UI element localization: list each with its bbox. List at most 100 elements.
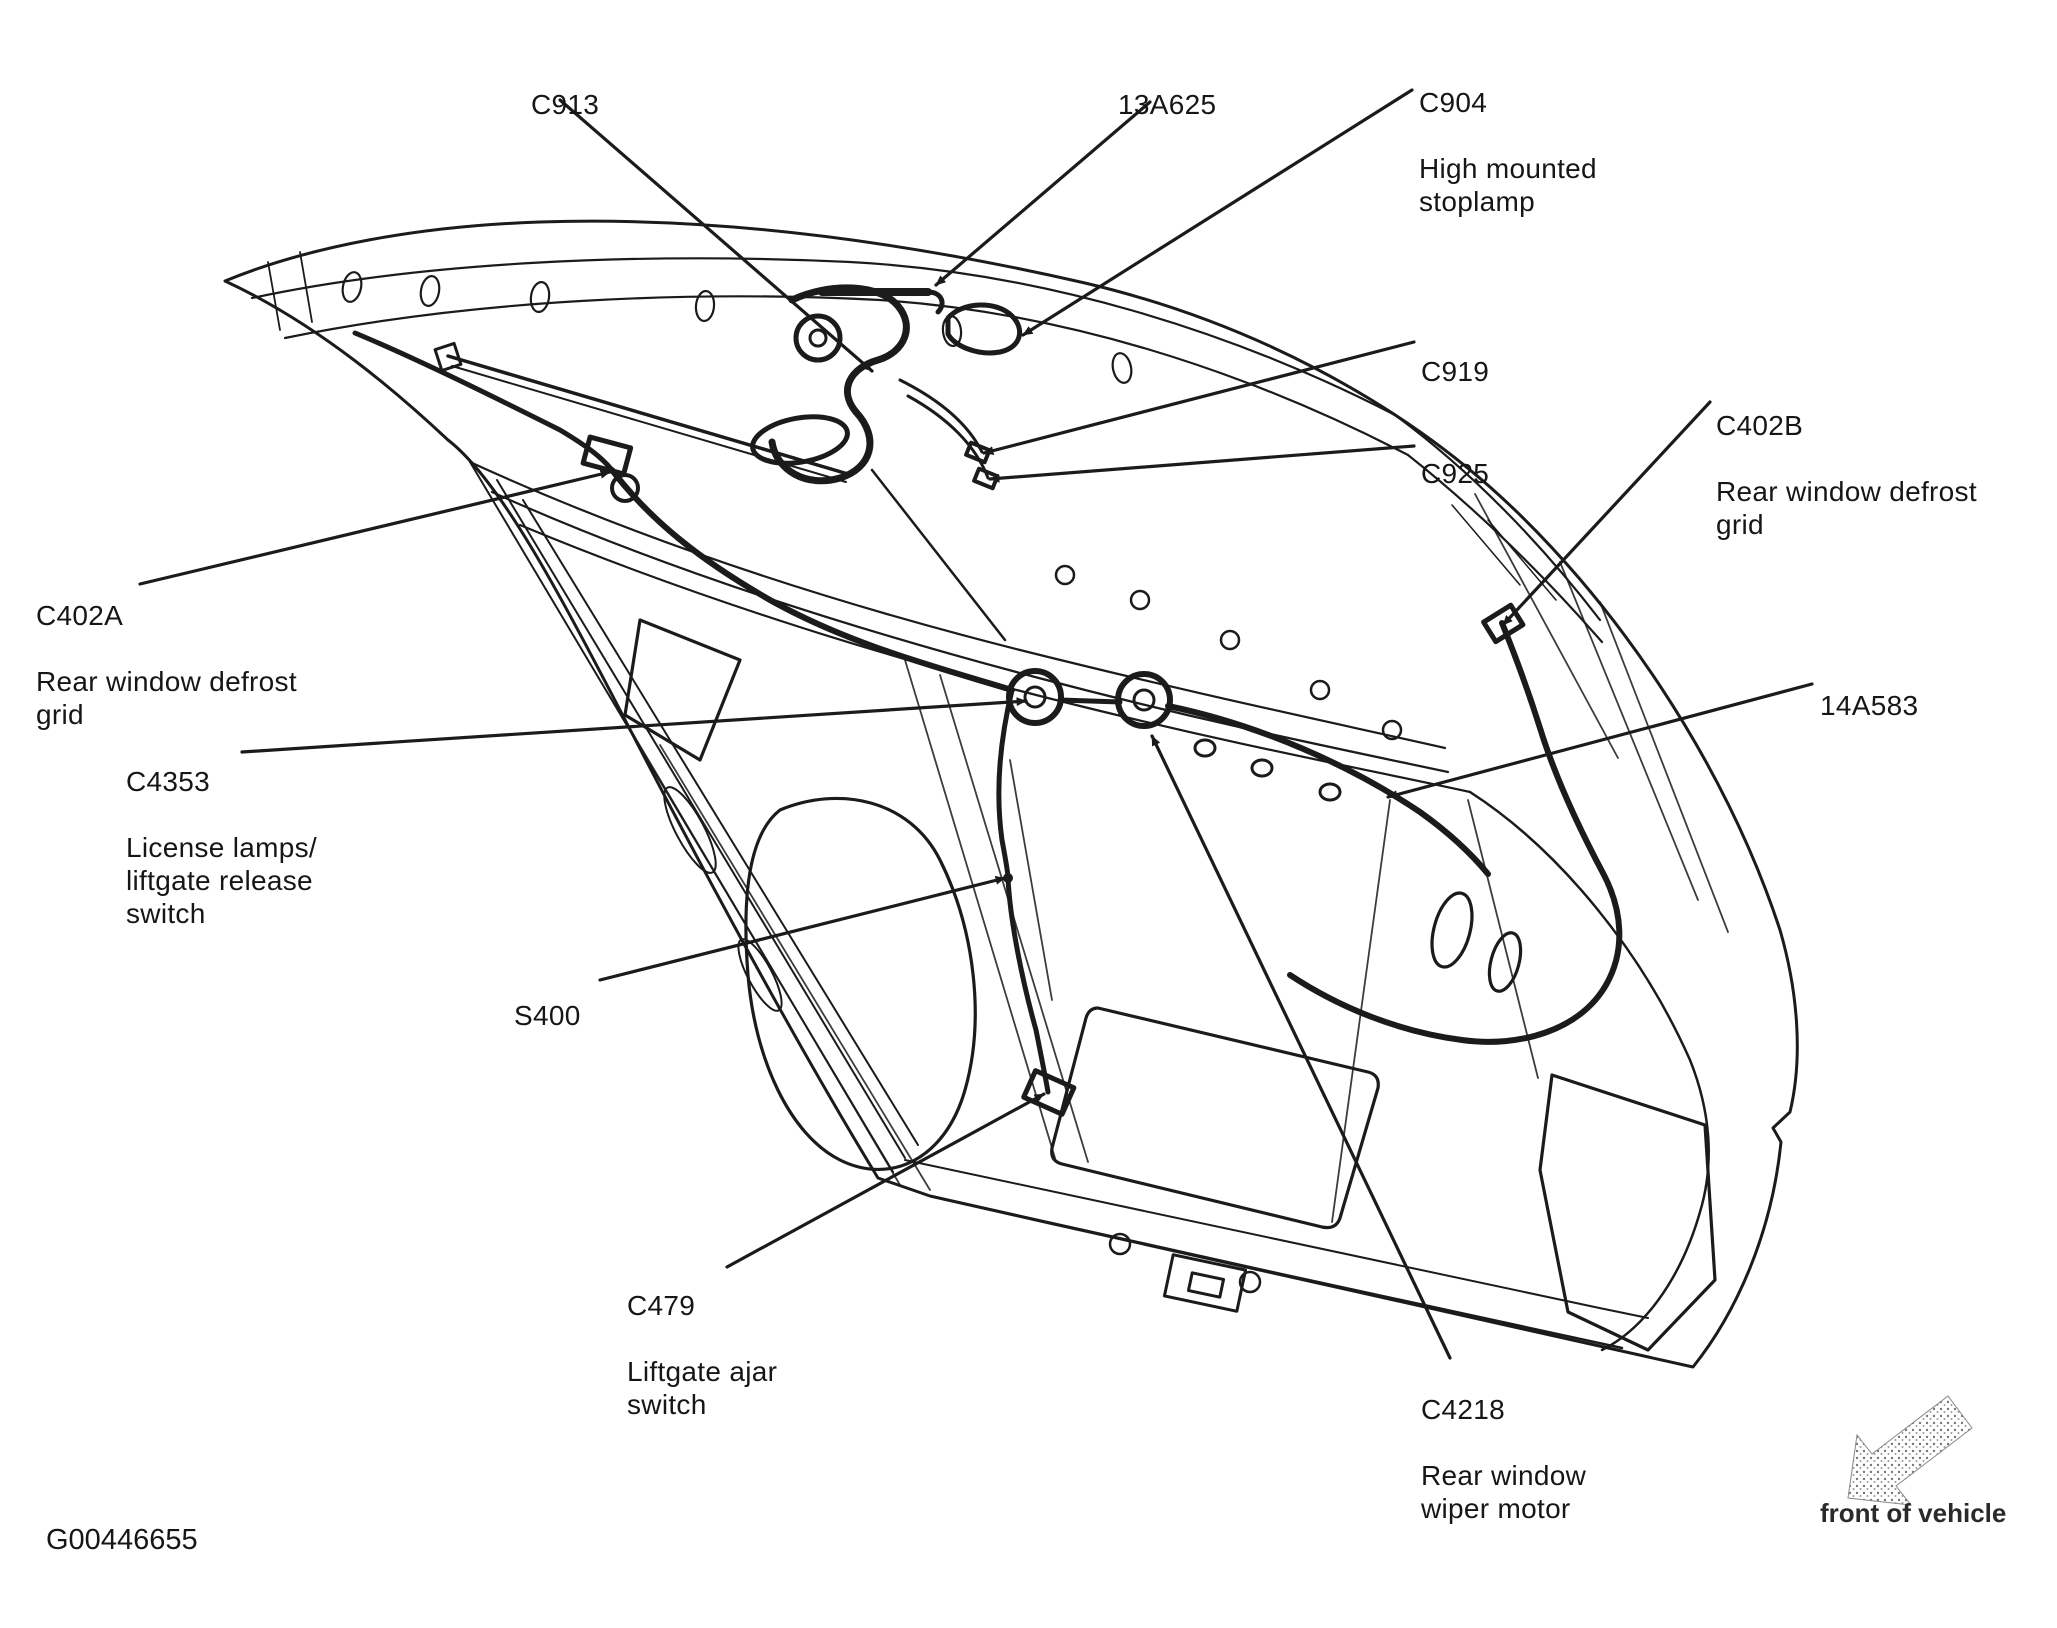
callout-code: C904 <box>1419 87 1488 118</box>
harness-right-loop <box>1287 620 1623 1045</box>
harness-top-left-run <box>352 330 615 473</box>
callout-desc: High mounted stoplamp <box>1419 153 1597 217</box>
panel-screw <box>1108 1232 1132 1256</box>
callout-code: C4353 <box>126 766 211 797</box>
callout-code: 14A583 <box>1820 690 1919 721</box>
rib-line <box>1009 759 1053 1001</box>
top-right-band-1 <box>1393 413 1602 622</box>
panel-openings <box>623 564 1717 1352</box>
window-band-1 <box>468 460 1447 750</box>
front-arrow-icon <box>1847 1395 1973 1506</box>
callout-desc: Rear window defrost grid <box>36 666 297 730</box>
connector-c402a <box>580 434 634 477</box>
panel-ribs <box>619 493 1729 1223</box>
callout-c919: C919 <box>1421 322 1489 421</box>
wiper-linkage <box>870 468 1007 642</box>
leader-c402a <box>138 469 612 586</box>
callout-code: C402A <box>36 600 124 631</box>
top-frame <box>250 251 1604 644</box>
panel-slot <box>1430 891 1474 969</box>
latch-housing <box>1162 1253 1248 1313</box>
panel-screw <box>1381 719 1403 741</box>
rib-line <box>939 674 1089 1163</box>
wiper-pivot <box>793 313 843 363</box>
glass-shading-2 <box>1487 519 1557 601</box>
panel-screw <box>1054 564 1076 586</box>
front-of-vehicle-arrow <box>1847 1395 1973 1506</box>
harness-grommet <box>1318 782 1342 802</box>
strip-hole <box>341 271 363 303</box>
leader-c919 <box>982 340 1416 455</box>
leader-13a625 <box>934 100 1152 287</box>
right-pentagon-opening <box>1538 1073 1717 1352</box>
connector-c479 <box>1021 1068 1077 1117</box>
connector-c4218 <box>1115 671 1173 729</box>
latch-striker <box>1186 1271 1226 1299</box>
connector-c402b <box>1481 602 1526 645</box>
panel-screw <box>1129 589 1151 611</box>
upper-left-opening <box>623 618 742 762</box>
leader-lines <box>138 88 1814 1360</box>
harness-connector-bridge <box>1057 697 1123 705</box>
leader-c4353 <box>240 697 1028 754</box>
callout-desc: Liftgate ajar switch <box>627 1356 778 1420</box>
strip-hole <box>1111 352 1133 384</box>
rib-line <box>1331 799 1391 1223</box>
license-plate-opening <box>1050 1006 1380 1230</box>
callout-c4218: C4218 Rear window wiper motor <box>1421 1360 1586 1558</box>
harness-grommet <box>1193 738 1217 758</box>
panel-screw <box>1219 629 1241 651</box>
stoplamp-connector-blob <box>945 302 1023 356</box>
strip-hole <box>419 275 441 307</box>
connectors <box>580 434 1526 1117</box>
leader-c913 <box>558 98 874 373</box>
wiper-pivot-center <box>808 328 828 348</box>
callout-code: 13A625 <box>1118 89 1217 120</box>
callout-13a625: 13A625 <box>1118 55 1216 154</box>
rib-line <box>1474 493 1619 759</box>
hinge-detail-2 <box>299 251 313 323</box>
rib-line <box>1599 601 1729 933</box>
stoplamp-bracket-hook <box>925 289 945 315</box>
flange-slot <box>663 786 717 874</box>
wiper-arm-mount <box>433 341 463 373</box>
wiper-assembly <box>433 284 1007 642</box>
connector-c402a-grommet <box>610 473 640 503</box>
rib-line <box>659 744 931 1191</box>
rib-line <box>1559 561 1699 901</box>
callout-14a583: 14A583 <box>1820 656 1918 755</box>
callout-code: C4218 <box>1421 1394 1506 1425</box>
harness-mid-run <box>609 467 1015 693</box>
stoplamp-assembly <box>818 288 1023 356</box>
leader-s400 <box>598 875 1007 982</box>
harness-grommet <box>1250 758 1274 778</box>
panel-screw <box>1309 679 1331 701</box>
callout-desc: License lamps/ liftgate release switch <box>126 832 317 929</box>
callout-c402a: C402A Rear window defrost grid <box>36 566 297 764</box>
leader-c4218 <box>1150 734 1452 1360</box>
strip-hole <box>529 280 551 314</box>
callout-code: C402B <box>1716 410 1804 441</box>
callout-c925: C925 <box>1421 424 1489 523</box>
inner-right-edge <box>1468 790 1710 1352</box>
leader-c479 <box>725 1092 1046 1269</box>
s400-splice-dot <box>1003 873 1013 883</box>
left-flange <box>469 461 919 1173</box>
front-of-vehicle-label: front of vehicle <box>1820 1498 2007 1528</box>
connector-c4353-pin <box>1023 685 1047 709</box>
callout-code: C479 <box>627 1290 696 1321</box>
callout-code: C925 <box>1421 458 1490 489</box>
top-strip-line-2 <box>283 295 1410 457</box>
liftgate-outline <box>223 219 1799 1369</box>
bottom-latch <box>1162 1253 1248 1313</box>
leader-14a583 <box>1386 682 1814 799</box>
callout-desc: Rear window defrost grid <box>1716 476 1977 540</box>
rib-line <box>619 711 901 1186</box>
window-band-2 <box>490 490 1450 774</box>
wiper-plug-c919 <box>964 440 992 465</box>
callout-c479: C479 Liftgate ajar switch <box>627 1256 777 1454</box>
callout-code: S400 <box>514 1000 581 1031</box>
callout-code: C913 <box>531 89 600 120</box>
wiper-motor-body <box>768 284 910 485</box>
